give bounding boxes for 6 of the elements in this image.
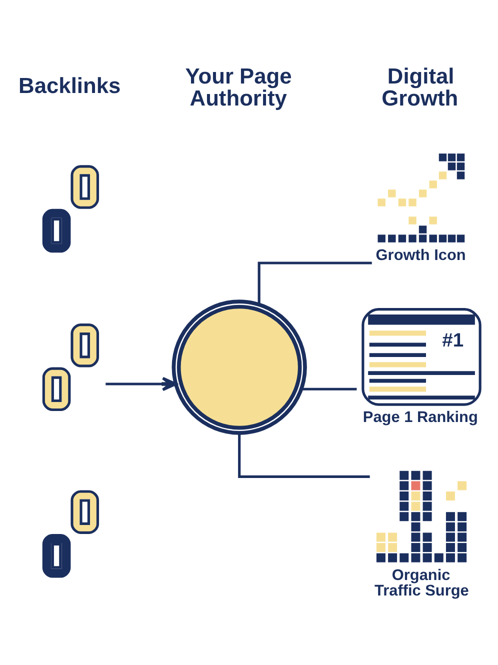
label: Your Page Authority xyxy=(185,64,292,110)
label: Backlinks xyxy=(18,73,121,98)
node-label: Organic Traffic Surge xyxy=(374,566,469,600)
node-label: Growth Icon xyxy=(376,246,466,264)
node-label: Page 1 Ranking xyxy=(362,409,478,426)
label: Digital Growth xyxy=(382,64,458,110)
